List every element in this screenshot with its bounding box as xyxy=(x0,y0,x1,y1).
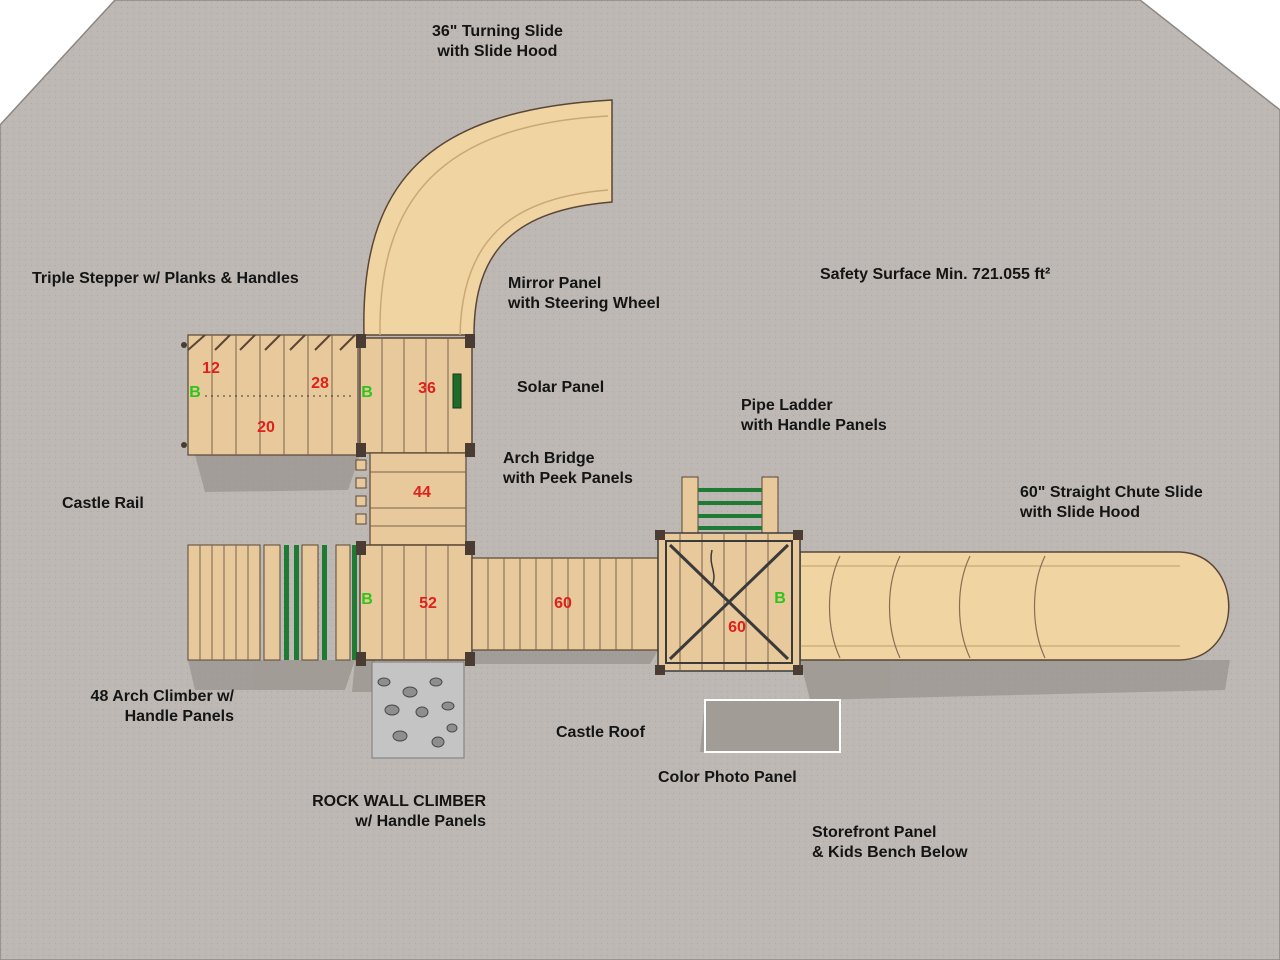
label-straight-slide-line2: with Slide Hood xyxy=(1020,504,1140,521)
label-straight-slide: 60" Straight Chute Slide with Slide Hood xyxy=(1020,483,1203,523)
walkway xyxy=(471,557,659,651)
height-label-lower-deck: 52 xyxy=(419,595,437,612)
label-pipe-ladder-line2: with Handle Panels xyxy=(741,417,887,434)
bench-marker-main-deck: B xyxy=(361,384,373,401)
playset-shadows xyxy=(188,455,1230,752)
label-rock-wall-line2: w/ Handle Panels xyxy=(355,813,486,830)
label-castle-roof: Castle Roof xyxy=(556,724,645,741)
label-castle-rail: Castle Rail xyxy=(62,495,144,512)
label-mirror-panel-line1: Mirror Panel xyxy=(508,275,602,292)
height-label-stepper-mid: 20 xyxy=(257,419,275,436)
label-pipe-ladder: Pipe Ladder with Handle Panels xyxy=(741,396,887,436)
height-label-walkway: 60 xyxy=(554,595,572,612)
lower-deck xyxy=(359,544,473,661)
steering-wheel-icon xyxy=(452,373,462,409)
triple-stepper xyxy=(181,334,359,456)
height-label-bridge-deck: 44 xyxy=(413,484,431,501)
main-deck xyxy=(359,337,473,454)
label-rock-wall-line1: ROCK WALL CLIMBER xyxy=(312,793,486,810)
label-arch-bridge-line1: Arch Bridge xyxy=(503,450,595,467)
label-straight-slide-line1: 60" Straight Chute Slide xyxy=(1020,484,1203,501)
label-mirror-panel-line2: with Steering Wheel xyxy=(508,295,661,312)
label-arch-climber: 48 Arch Climber w/ Handle Panels xyxy=(72,687,234,727)
label-solar-panel: Solar Panel xyxy=(517,379,605,396)
label-storefront-panel: Storefront Panel & Kids Bench Below xyxy=(812,823,968,863)
straight-chute-slide xyxy=(799,551,1230,661)
label-storefront-panel-line1: Storefront Panel xyxy=(812,824,937,841)
tower-deck xyxy=(657,532,801,672)
turning-slide-inner-edge xyxy=(379,115,609,336)
label-arch-climber-line2: Handle Panels xyxy=(124,708,234,725)
storefront-bench-outline xyxy=(704,699,841,753)
label-turning-slide-line1: 36" Turning Slide xyxy=(432,23,563,40)
label-turning-slide: 36" Turning Slide with Slide Hood xyxy=(432,22,563,62)
label-arch-bridge-line2: with Peek Panels xyxy=(503,470,633,487)
bench-marker-tower: B xyxy=(774,590,786,607)
label-arch-bridge: Arch Bridge with Peek Panels xyxy=(503,449,633,489)
castle-roof-frame xyxy=(665,540,793,664)
rock-wall-climber xyxy=(371,661,465,759)
label-safety-surface: Safety Surface Min. 721.055 ft² xyxy=(820,266,1051,283)
bridge-deck xyxy=(355,452,467,546)
label-turning-slide-line2: with Slide Hood xyxy=(437,43,558,60)
label-arch-climber-line1: 48 Arch Climber w/ xyxy=(90,688,234,705)
turning-slide xyxy=(363,99,613,336)
turning-slide-outer-edge xyxy=(459,189,609,336)
height-label-tower: 60 xyxy=(728,619,746,636)
height-label-stepper-high: 28 xyxy=(311,375,329,392)
arch-climber xyxy=(187,544,357,661)
support-posts xyxy=(356,334,803,675)
bench-marker-lower-deck: B xyxy=(361,591,373,608)
label-pipe-ladder-line1: Pipe Ladder xyxy=(741,397,833,414)
label-rock-wall: ROCK WALL CLIMBER w/ Handle Panels xyxy=(290,792,486,832)
label-mirror-panel: Mirror Panel with Steering Wheel xyxy=(508,274,660,314)
label-triple-stepper: Triple Stepper w/ Planks & Handles xyxy=(32,270,299,287)
height-label-main-deck: 36 xyxy=(418,380,436,397)
label-storefront-panel-line2: & Kids Bench Below xyxy=(812,844,968,861)
bench-marker-stepper: B xyxy=(189,384,201,401)
pipe-ladder xyxy=(681,476,779,536)
label-color-photo-panel: Color Photo Panel xyxy=(658,769,797,786)
height-label-stepper-low: 12 xyxy=(202,360,220,377)
